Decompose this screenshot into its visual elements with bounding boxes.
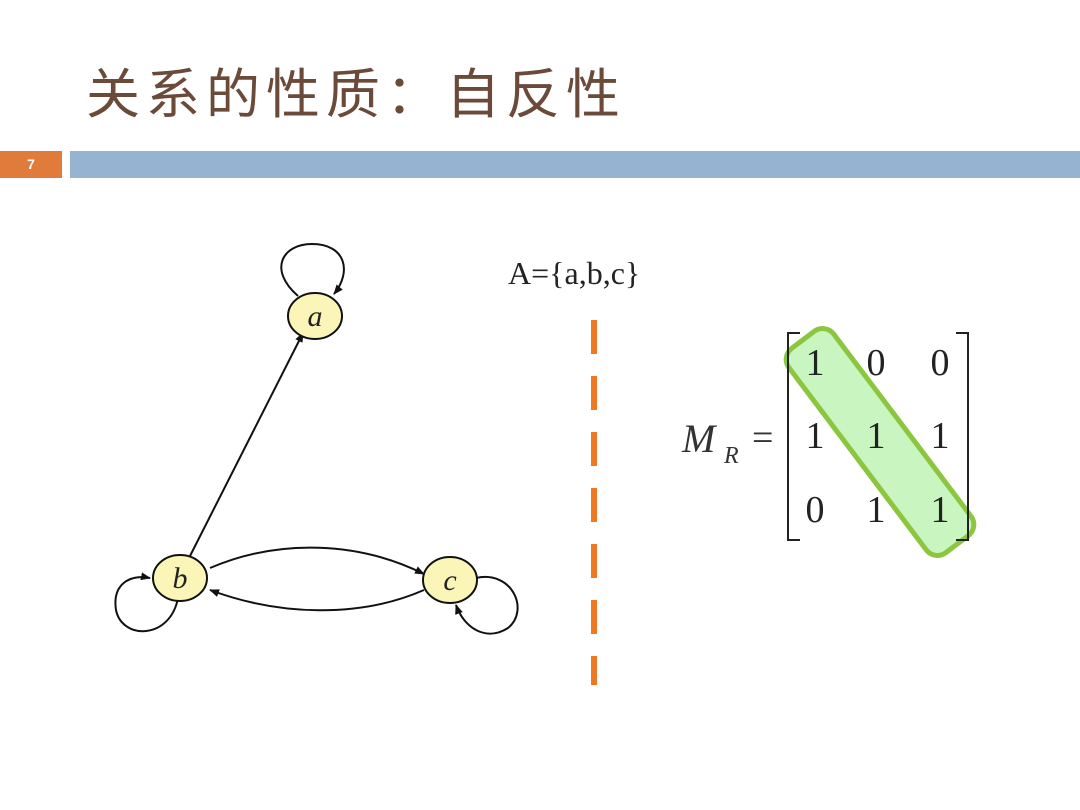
edge-b-to-c — [209, 546, 425, 575]
matrix-right-bracket — [956, 332, 969, 541]
vertex-b: b — [152, 554, 208, 602]
matrix-cells: 1 0 0 1 1 1 0 1 1 — [806, 342, 950, 531]
matrix-cell-r2c3: 1 — [931, 415, 950, 457]
matrix-cell-r1c1: 1 — [806, 342, 825, 384]
matrix-subscript: R — [723, 443, 739, 469]
vertex-c-label: c — [443, 564, 456, 597]
diagonal-highlight — [783, 326, 977, 558]
matrix-cell-r3c3: 1 — [931, 489, 950, 531]
matrix-cell-r3c2: 1 — [867, 489, 886, 531]
matrix-cell-r1c3: 0 — [931, 342, 950, 384]
matrix-cell-r1c2: 0 — [867, 342, 886, 384]
vertex-a: a — [287, 292, 343, 340]
vertex-b-label: b — [173, 562, 188, 595]
edge-b-to-a — [189, 332, 304, 557]
matrix-left-bracket — [787, 332, 800, 541]
self-loop-c — [455, 575, 519, 635]
matrix-label: M — [681, 416, 718, 461]
matrix-cell-r2c1: 1 — [806, 415, 825, 457]
set-definition: A={a,b,c} — [508, 255, 640, 291]
matrix-cell-r2c2: 1 — [867, 415, 886, 457]
matrix-cell-r3c1: 0 — [806, 489, 825, 531]
vertex-a-label: a — [308, 300, 323, 333]
self-loop-b — [114, 572, 179, 633]
page-number-badge: 7 — [0, 151, 62, 178]
slide-title: 关系的性质：自反性 — [86, 63, 626, 126]
vertex-c: c — [422, 556, 478, 604]
self-loop-a — [280, 242, 345, 297]
title-rule-bar — [70, 151, 1080, 178]
edge-c-to-b — [209, 589, 425, 612]
matrix-equals: = — [752, 417, 773, 459]
